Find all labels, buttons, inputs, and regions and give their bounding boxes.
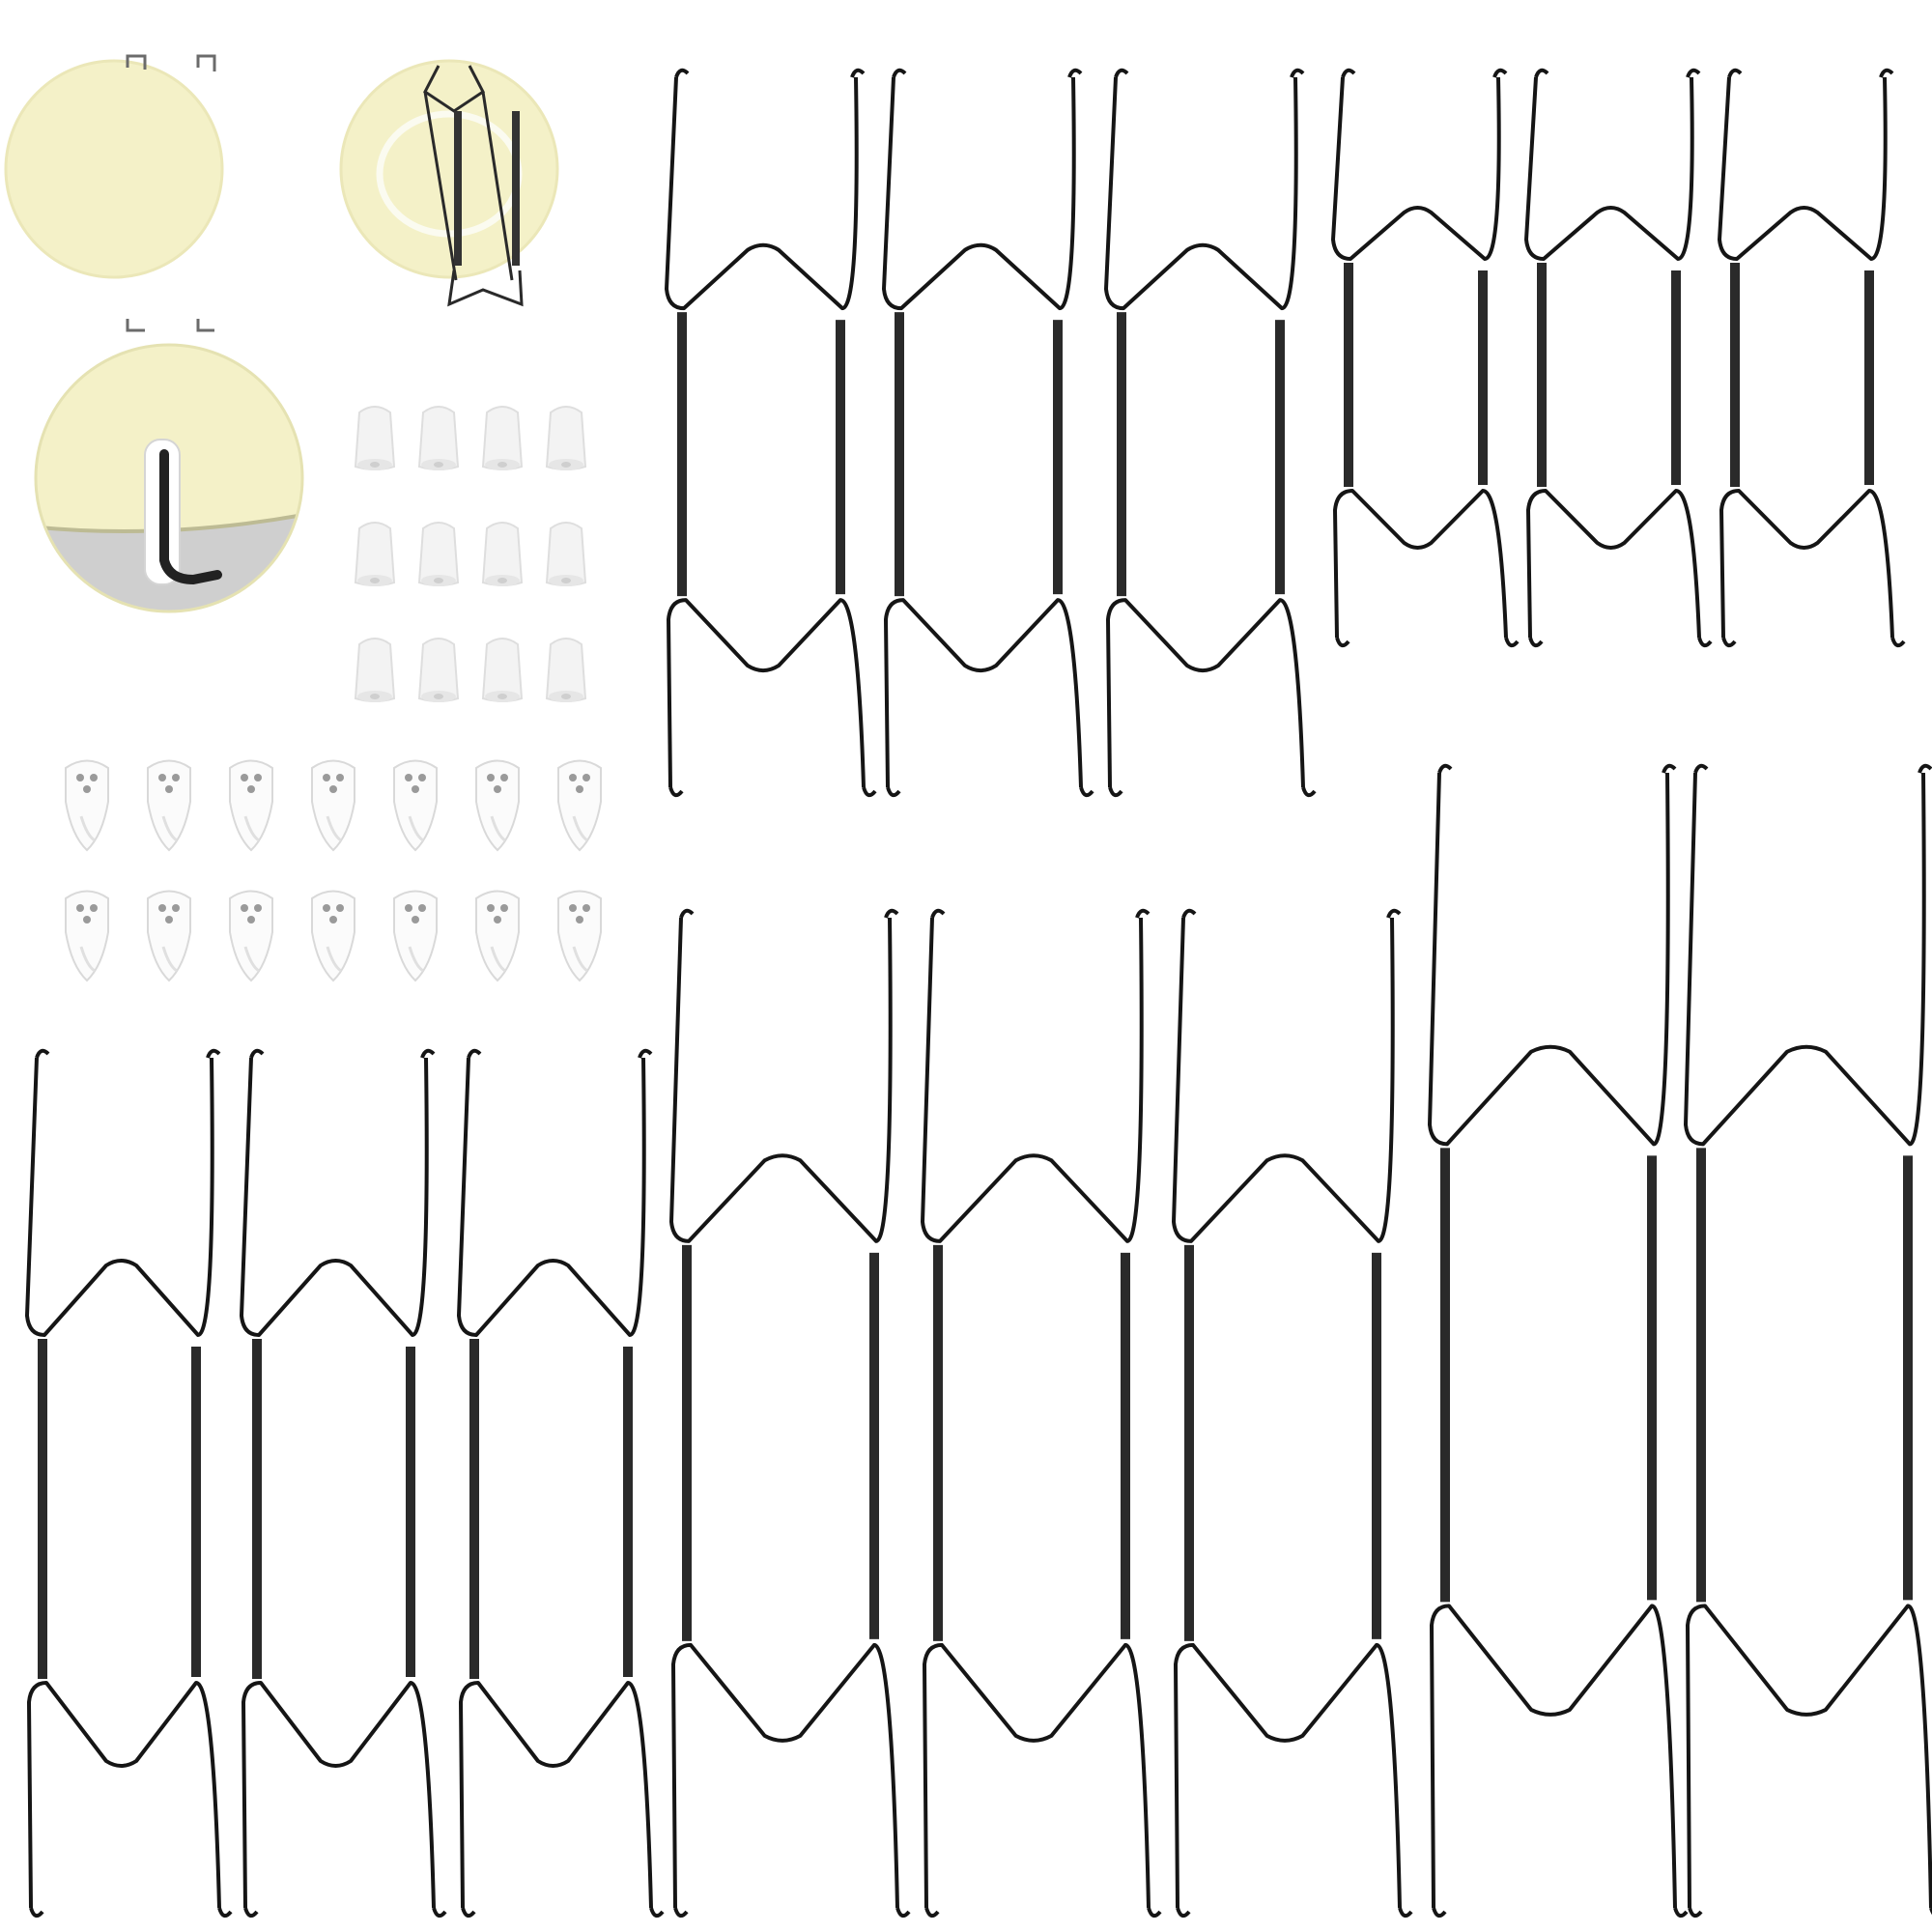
rubber-cap-icon — [418, 522, 459, 587]
rubber-cap-icon — [355, 638, 395, 703]
plate-hanger-icon — [240, 1048, 447, 1918]
rubber-cap-icon — [546, 638, 586, 703]
plate-hanger-icon — [25, 1048, 233, 1918]
plate-hanger-icon — [665, 68, 877, 798]
plate-hanger-icon — [1331, 68, 1520, 648]
plate-hanger-icon — [1524, 68, 1713, 648]
plate-hanger-icon — [1172, 908, 1413, 1918]
plate-hanger-icon — [921, 908, 1162, 1918]
plate-hangers-group — [25, 68, 1932, 1918]
plate-front-icon — [4, 54, 224, 332]
rubber-cap-icon — [482, 522, 523, 587]
plate-back-icon — [339, 59, 559, 307]
plate-hanger-icon — [1428, 763, 1689, 1918]
plate-hanger-icon — [1104, 68, 1317, 798]
plate-hanger-icon — [669, 908, 911, 1918]
rubber-cap-icon — [482, 638, 523, 703]
rubber-cap-icon — [418, 638, 459, 703]
rubber-cap-icon — [355, 406, 395, 471]
rubber-cap-icon — [418, 406, 459, 471]
rubber-cap-icon — [546, 522, 586, 587]
rubber-cap-icon — [546, 406, 586, 471]
plate-hanger-icon — [1718, 68, 1906, 648]
plate-hanger-icon — [882, 68, 1094, 798]
rubber-cap-icon — [355, 522, 395, 587]
plate-hanger-icon — [457, 1048, 665, 1918]
rubber-cap-icon — [482, 406, 523, 471]
